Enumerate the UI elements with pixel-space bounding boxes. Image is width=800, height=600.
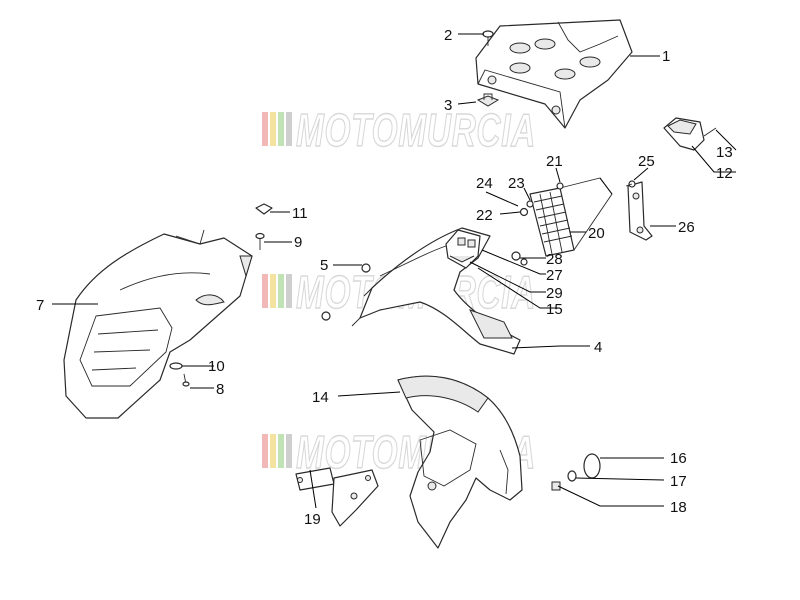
- part-screw-25: [625, 180, 636, 188]
- part-clip-11: [255, 203, 273, 215]
- watermark-1: MOTOMURCIA: [262, 103, 536, 157]
- leader-19: [309, 469, 317, 509]
- part-rear-mudguard-4: [321, 227, 521, 355]
- part-clip-nut-3: [476, 93, 500, 107]
- part-rear-cover: [475, 19, 633, 129]
- part-screw-8: [182, 373, 190, 387]
- callout-17: 17: [670, 473, 687, 490]
- callout-11: 11: [292, 205, 308, 222]
- part-tail-light-housing-27: [445, 229, 481, 269]
- callout-15: 15: [546, 301, 563, 318]
- leader-15: [477, 267, 560, 309]
- callout-2: 2: [444, 27, 452, 44]
- watermark-stripe: [286, 274, 292, 308]
- leader-13: [715, 129, 737, 151]
- leader-22: [499, 211, 521, 215]
- leader-18: [557, 485, 664, 507]
- watermark-stripe: [270, 274, 276, 308]
- callout-21: 21: [546, 153, 563, 170]
- callout-22: 22: [476, 207, 493, 224]
- callout-26: 26: [678, 219, 695, 236]
- part-screw-21: [556, 182, 564, 190]
- callout-10: 10: [208, 358, 225, 375]
- leader-21: [555, 167, 561, 183]
- part-washer-17: [567, 470, 577, 482]
- watermark-stripe: [278, 434, 284, 468]
- leader-20-21: [599, 177, 613, 195]
- callout-28: 28: [546, 251, 563, 268]
- part-washers-22-23: [519, 200, 534, 217]
- watermark-stripe: [286, 112, 292, 146]
- leader-12: [691, 145, 736, 173]
- callout-7: 7: [36, 297, 44, 314]
- callout-labels: 1 2 3 4 5 7 8 9 10 11 12 13 14 15 16 17 …: [36, 27, 733, 528]
- watermark-stripe: [270, 434, 276, 468]
- callout-9: 9: [294, 234, 302, 251]
- callout-29: 29: [546, 285, 563, 302]
- leader-14: [337, 391, 401, 397]
- part-lamp-12: [663, 117, 717, 151]
- watermark-stripe: [278, 112, 284, 146]
- part-washer-10: [169, 362, 183, 370]
- part-screw-5: [361, 263, 371, 273]
- callout-13: 13: [716, 144, 733, 161]
- part-nut-28: [511, 251, 528, 266]
- leader-4: [511, 345, 590, 349]
- callout-4: 4: [594, 339, 602, 356]
- part-screw-2: [482, 30, 494, 46]
- part-under-tray-7: [63, 229, 253, 419]
- callout-16: 16: [670, 450, 687, 467]
- leader-17: [575, 477, 665, 481]
- part-bracket-26: [627, 181, 653, 241]
- callout-23: 23: [508, 175, 525, 192]
- watermark-stripe: [286, 434, 292, 468]
- watermark-stripe: [262, 274, 268, 308]
- watermark-stripe: [278, 274, 284, 308]
- callout-27: 27: [546, 267, 563, 284]
- callout-20: 20: [588, 225, 605, 242]
- part-front-mudguard-14: [397, 375, 523, 549]
- leader-25: [633, 167, 649, 181]
- leader-27: [481, 249, 546, 275]
- callout-18: 18: [670, 499, 687, 516]
- part-bracket-19: [295, 467, 379, 527]
- callout-25: 25: [638, 153, 655, 170]
- callout-1: 1: [662, 48, 670, 65]
- callout-14: 14: [312, 389, 329, 406]
- part-screw-9: [255, 232, 265, 250]
- leader-3: [457, 101, 477, 105]
- leader-lines: [52, 33, 737, 509]
- part-reflector-16: [583, 453, 601, 479]
- callout-12: 12: [716, 165, 733, 182]
- callout-5: 5: [320, 257, 328, 274]
- leader-23: [523, 187, 531, 201]
- watermark-text: MOTOMURCIA: [296, 104, 536, 156]
- callout-19: 19: [304, 511, 321, 528]
- part-reflector-grille-20: [529, 177, 613, 257]
- watermark-stripe: [270, 112, 276, 146]
- watermark-stripe: [262, 434, 268, 468]
- part-nut-18: [551, 481, 561, 491]
- leader-24: [485, 191, 519, 207]
- leader-29: [469, 261, 546, 293]
- callout-24: 24: [476, 175, 493, 192]
- watermark-stripe: [262, 112, 268, 146]
- callout-8: 8: [216, 381, 224, 398]
- callout-3: 3: [444, 97, 452, 114]
